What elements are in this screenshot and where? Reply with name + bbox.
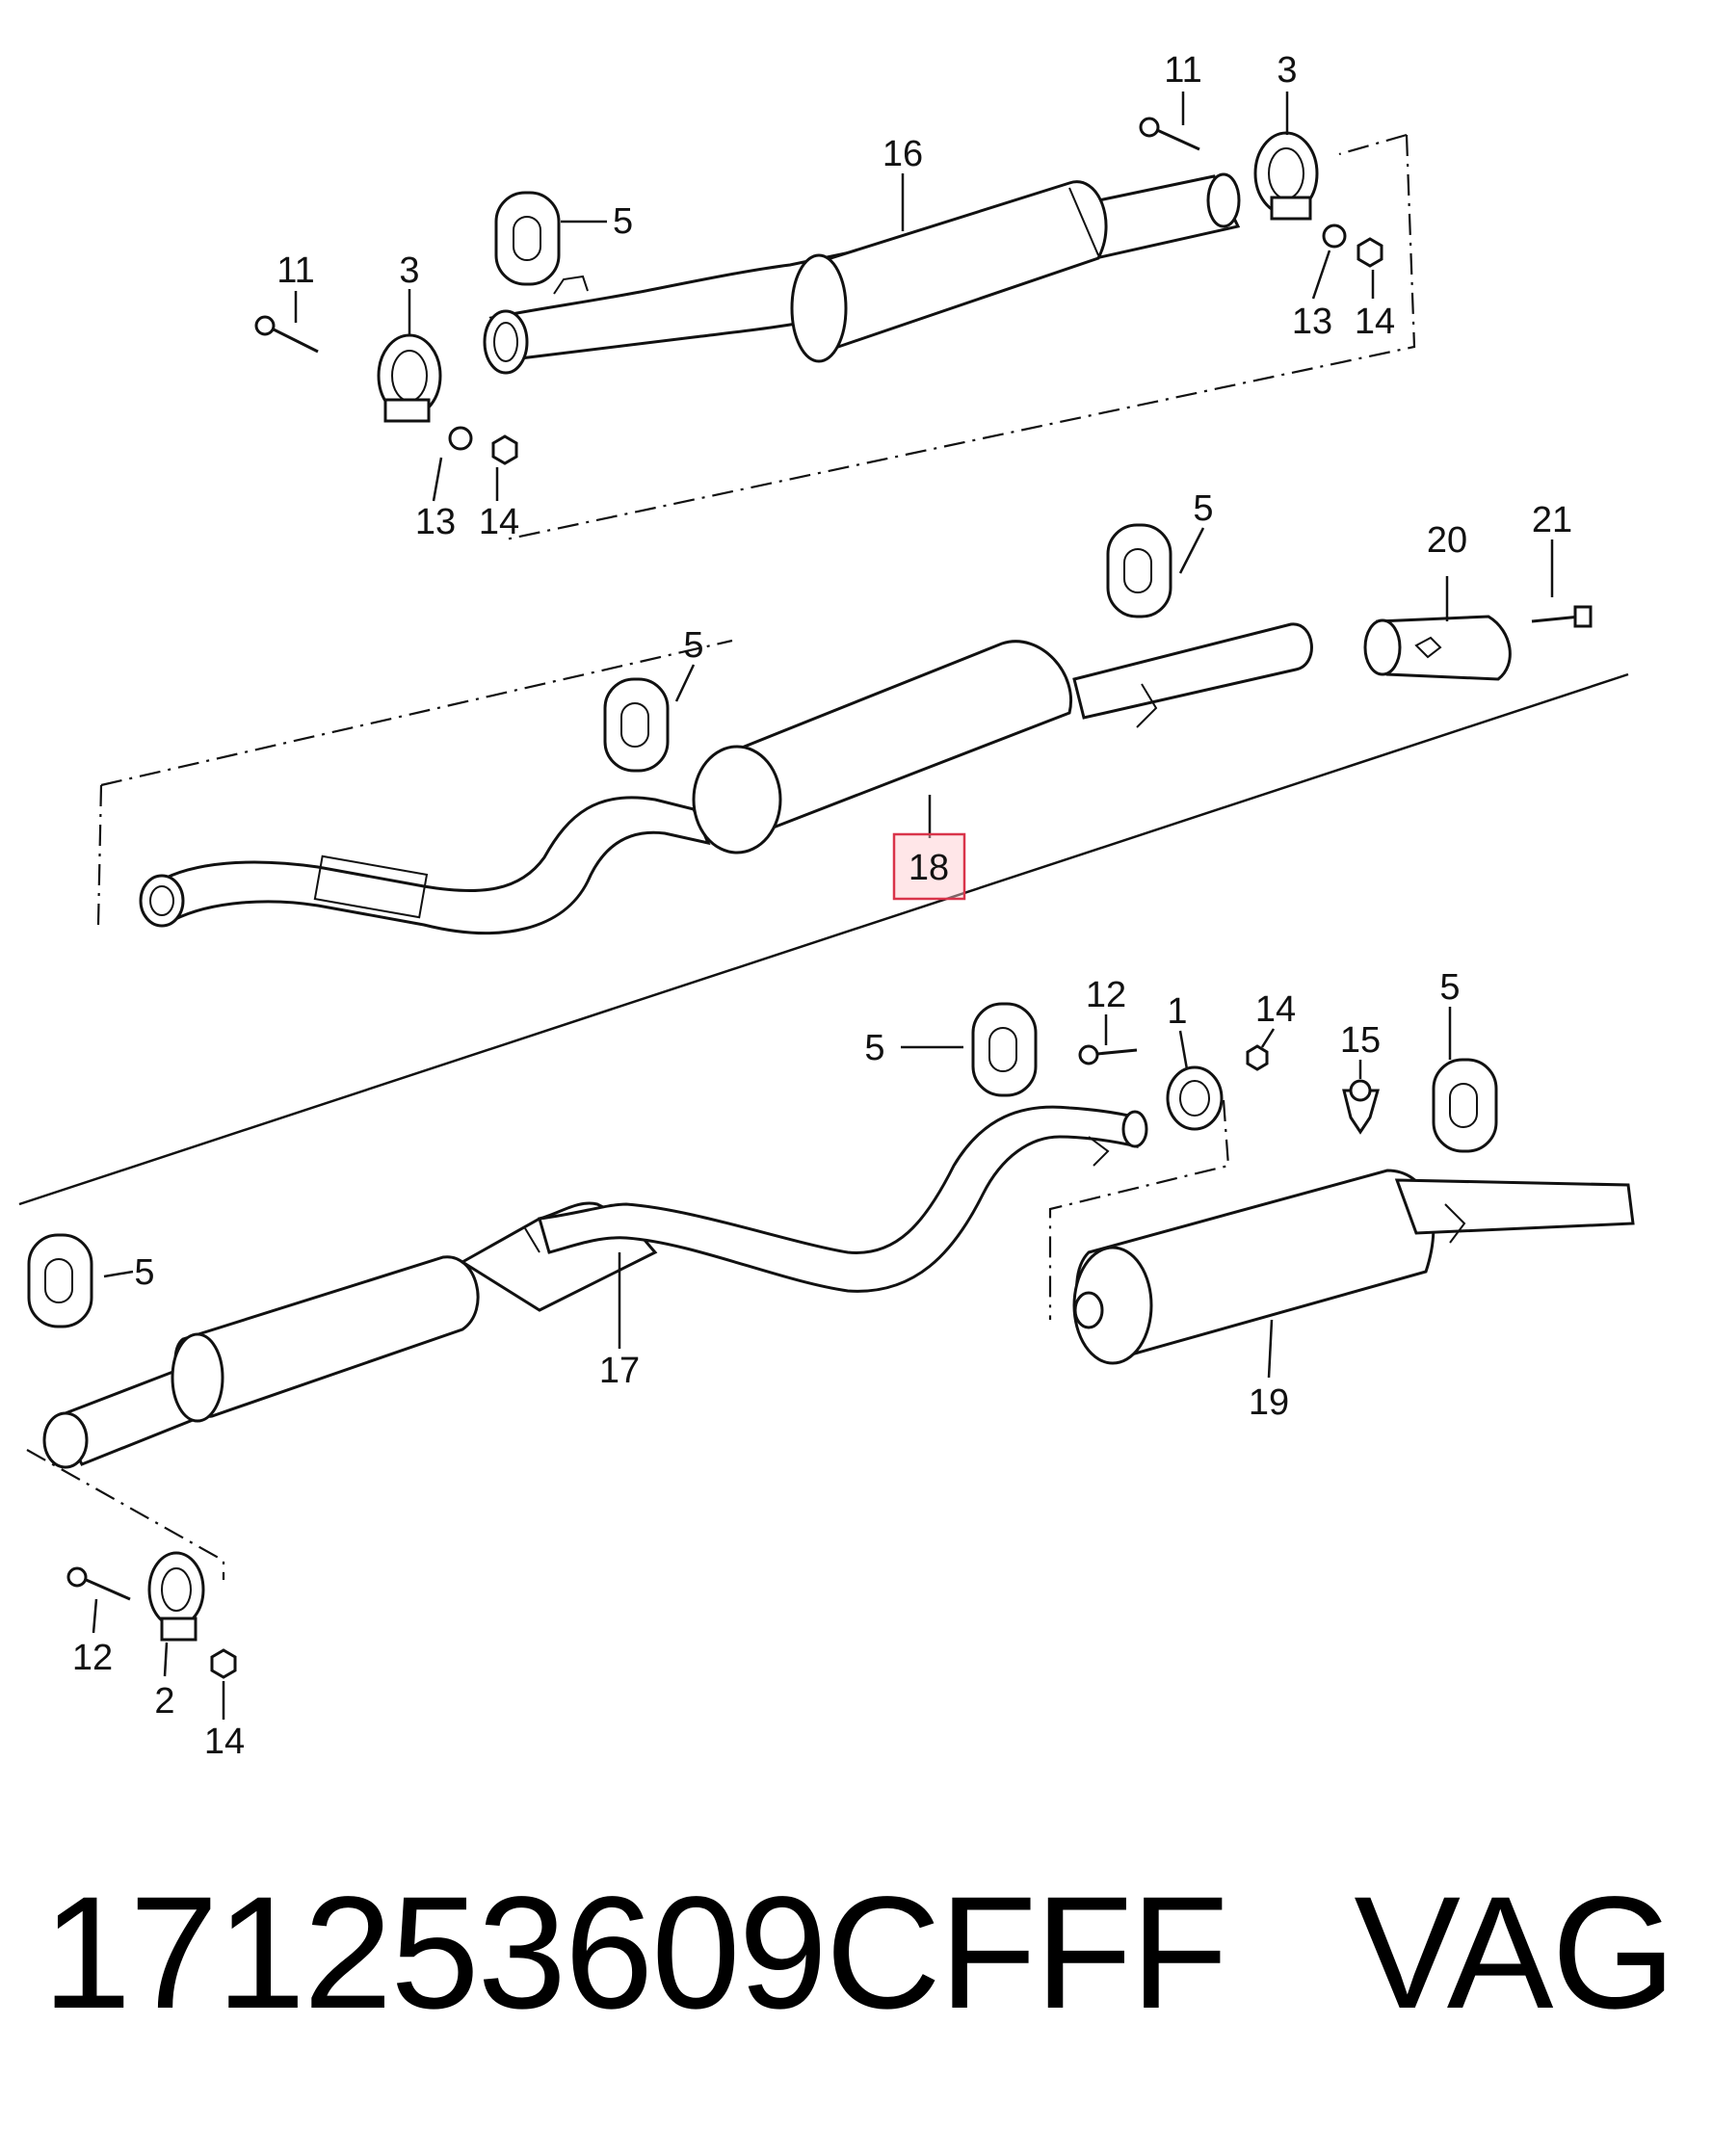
callout-5: 5: [1193, 488, 1213, 529]
bolt-21: [1531, 605, 1593, 628]
callout-12: 12: [1086, 975, 1126, 1015]
callout-19: 19: [1249, 1382, 1289, 1423]
intermediate-pipe-18: [139, 622, 1313, 935]
clamp-1: [1166, 1065, 1224, 1131]
bolt-12-upper: [1078, 1044, 1138, 1065]
leader-lines-mid: [674, 527, 1554, 838]
rubber-hanger-5-low-right: [1432, 1058, 1498, 1153]
callout-18: 18: [909, 848, 949, 888]
rubber-hanger-5-mid-right: [1106, 523, 1172, 618]
callout-5: 5: [613, 201, 633, 242]
nut-14-right: [1356, 237, 1383, 268]
callout-12: 12: [72, 1638, 113, 1678]
callout-5: 5: [1439, 967, 1460, 1008]
callout-14: 14: [204, 1722, 245, 1762]
callout-5: 5: [134, 1252, 154, 1293]
callout-1: 1: [1167, 991, 1187, 1032]
callout-21: 21: [1532, 500, 1572, 540]
section-divider: [18, 672, 1629, 1206]
callout-17: 17: [599, 1351, 640, 1391]
rubber-hanger-5-far-left: [27, 1233, 93, 1328]
nut-14-lower: [210, 1648, 237, 1679]
nut-14-left: [491, 434, 518, 465]
rubber-hanger-5-top: [494, 191, 561, 286]
brand-name: VAG: [1354, 1864, 1675, 2042]
bolt-12-lower: [66, 1566, 131, 1601]
rear-muffler-19: [1072, 1169, 1635, 1365]
bolt-11-right: [1139, 117, 1200, 151]
part-number-footer: 171253609CFFF VAG: [42, 1874, 1676, 2034]
callout-11: 11: [1164, 50, 1201, 91]
callout-3: 3: [399, 250, 419, 291]
callout-15: 15: [1340, 1020, 1381, 1061]
callout-14: 14: [1355, 302, 1395, 342]
callout-labels: 11 3 16 5 13 14 11 3 13 14 5 20 21 5 18 …: [72, 50, 1572, 1762]
callout-14: 14: [479, 502, 519, 542]
rubber-hanger-5-mid-left: [603, 677, 670, 773]
callout-14: 14: [1255, 989, 1296, 1030]
nut-14-upper: [1246, 1044, 1269, 1071]
rear-pipe-17: [42, 1105, 1148, 1469]
callout-16: 16: [882, 134, 923, 174]
callout-13: 13: [415, 502, 456, 542]
callout-18-highlight: [892, 832, 966, 901]
callout-2: 2: [154, 1681, 174, 1722]
part-number: 171253609CFFF: [42, 1864, 1228, 2042]
callout-5: 5: [683, 625, 703, 666]
leader-lines-bottom: [92, 1007, 1452, 1720]
bolt-11-left: [254, 315, 319, 354]
grommet-15: [1342, 1079, 1380, 1135]
callout-3: 3: [1277, 50, 1297, 91]
callout-20: 20: [1427, 520, 1467, 561]
leader-lines-top: [294, 92, 1375, 502]
clamp-3-right: [1253, 131, 1319, 221]
callout-5: 5: [864, 1028, 884, 1068]
tail-pipe-tip-20: [1363, 615, 1512, 681]
callout-11: 11: [277, 250, 314, 291]
clamp-2: [147, 1551, 205, 1642]
callout-13: 13: [1292, 302, 1332, 342]
washer-13-right: [1322, 223, 1347, 249]
dashed-boundaries: [26, 133, 1416, 1580]
rubber-hanger-5-low-left: [971, 1002, 1038, 1097]
clamp-3-left: [377, 333, 442, 423]
washer-13-left: [448, 426, 473, 451]
front-pipe-16: [483, 172, 1241, 375]
